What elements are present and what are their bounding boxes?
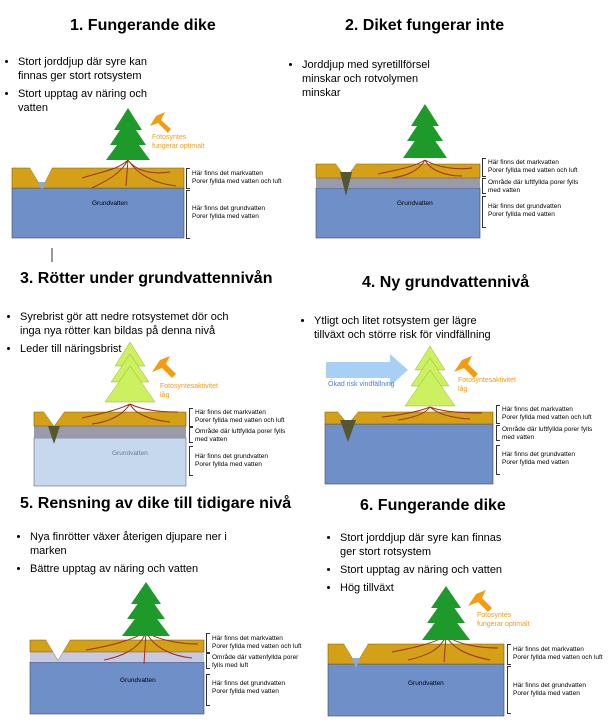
tree xyxy=(104,341,156,403)
roots xyxy=(377,159,473,179)
layer-label: Här finns det markvatten Porer fyllda me… xyxy=(513,646,603,661)
bracket xyxy=(206,674,210,706)
bracket xyxy=(482,196,486,228)
layer-label: Här finns det grundvatten Porer fyllda m… xyxy=(513,682,586,697)
bracket xyxy=(496,405,500,424)
photo-label: Fotosyntes fungerar optimalt xyxy=(152,134,205,150)
roots xyxy=(381,406,483,421)
bracket xyxy=(206,653,210,669)
panel-title: 4. Ny grundvattennivå xyxy=(362,274,530,291)
bullet: Nya finrötter växer återigen djupare ner… xyxy=(30,530,248,558)
layer-label: Här finns det grundvatten Porer fyllda m… xyxy=(502,451,575,466)
layer-label: Här finns det markvatten Porer fyllda me… xyxy=(502,406,592,421)
bullet-list: Stort jorddjup där syre kan finnas ger s… xyxy=(6,55,176,119)
layer-label: Här finns det grundvatten Porer fyllda m… xyxy=(192,205,265,220)
panel-title: 1. Fungerande dike xyxy=(70,17,216,34)
bracket xyxy=(186,168,190,189)
layer-label: Här finns det grundvatten Porer fyllda m… xyxy=(212,680,285,695)
layer-label: Här finns det markvatten Porer fyllda me… xyxy=(195,409,285,424)
tree xyxy=(404,345,456,407)
panel-title: 2. Diket fungerar inte xyxy=(345,17,505,34)
groundwater-label: Grundvatten xyxy=(92,200,128,207)
roots xyxy=(391,635,499,663)
groundwater-label: Grundvatten xyxy=(120,677,156,684)
bullet: Stort upptag av näring och vatten xyxy=(18,87,176,115)
bullet: Hög tillväxt xyxy=(340,581,503,595)
bullet: Ytligt och litet rotsystem ger lägre til… xyxy=(314,314,502,342)
layer-label: Här finns det markvatten Porer fyllda me… xyxy=(212,635,302,650)
layer-label: Område där luftfyllda porer fylls med va… xyxy=(195,428,286,443)
bracket xyxy=(496,445,500,475)
layer-label: Här finns det markvatten Porer fyllda me… xyxy=(192,170,282,185)
arrow xyxy=(468,590,492,612)
arrow xyxy=(150,112,171,133)
groundwater-label: Grundvatten xyxy=(408,680,444,687)
photo-label: Fotosyntesaktivitet låg xyxy=(458,377,516,393)
bullet-list: Jorddjup med syretillförsel minskar och … xyxy=(290,58,450,104)
layer-label: Här finns det grundvatten Porer fyllda m… xyxy=(488,203,561,218)
roots xyxy=(81,159,177,189)
bracket xyxy=(482,178,486,194)
bracket xyxy=(189,446,193,476)
groundwater-label: Grundvatten xyxy=(397,200,433,207)
layer-label: Område där luftfyllda porer fylls med va… xyxy=(502,426,593,441)
tree xyxy=(106,108,150,160)
bullet: Jorddjup med syretillförsel minskar och … xyxy=(302,58,450,100)
wind-arrow xyxy=(326,354,408,386)
groundwater-label: Grundvatten xyxy=(112,450,148,457)
photo-label: Fotosyntes fungerar optimalt xyxy=(477,612,530,628)
bracket xyxy=(496,425,500,441)
arrow xyxy=(152,356,176,378)
roots xyxy=(85,631,199,665)
roots xyxy=(81,403,179,425)
panel-title: 6. Fungerande dike xyxy=(360,497,506,514)
bracket xyxy=(189,427,193,443)
bullet: Leder till näringsbrist xyxy=(20,342,238,356)
arrow xyxy=(454,356,478,378)
bracket xyxy=(186,190,190,239)
bracket xyxy=(507,644,511,665)
bracket xyxy=(206,633,210,653)
bullet: Stort jorddjup där syre kan finnas ger s… xyxy=(340,531,503,559)
bracket xyxy=(482,158,486,177)
tree xyxy=(403,104,447,158)
bracket xyxy=(189,408,193,427)
bullet: Stort jorddjup där syre kan finnas ger s… xyxy=(18,55,176,83)
bullet-list: Nya finrötter växer återigen djupare ner… xyxy=(18,530,248,580)
bracket xyxy=(507,666,511,714)
wind-label: Ökad risk vindfällning xyxy=(328,381,395,388)
tree xyxy=(422,586,470,640)
bullet: Syrebrist gör att nedre rotsystemet dör … xyxy=(20,310,238,338)
bullet-list: Ytligt och litet rotsystem ger lägre til… xyxy=(302,314,502,346)
panel-title: 5. Rensning av dike till tidigare nivå xyxy=(20,495,292,512)
bullet: Stort upptag av näring och vatten xyxy=(340,563,503,577)
layer-label: Område där luftfyllda porer fylls med va… xyxy=(488,179,579,194)
layer-label: Område där vattenfyllda porer fylls med … xyxy=(212,654,299,669)
photo-label: Fotosyntesaktivitet låg xyxy=(160,383,218,399)
bullet-list: Stort jorddjup där syre kan finnas ger s… xyxy=(328,531,503,599)
bullet-list: Syrebrist gör att nedre rotsystemet dör … xyxy=(8,310,238,360)
layer-label: Här finns det markvatten Porer fyllda me… xyxy=(488,159,578,174)
panel-title: 3. Rötter under grundvattennivån xyxy=(20,270,273,287)
layer-label: Här finns det grundvatten Porer fyllda m… xyxy=(195,453,268,468)
tree xyxy=(122,582,170,636)
bullet: Bättre upptag av näring och vatten xyxy=(30,562,248,576)
